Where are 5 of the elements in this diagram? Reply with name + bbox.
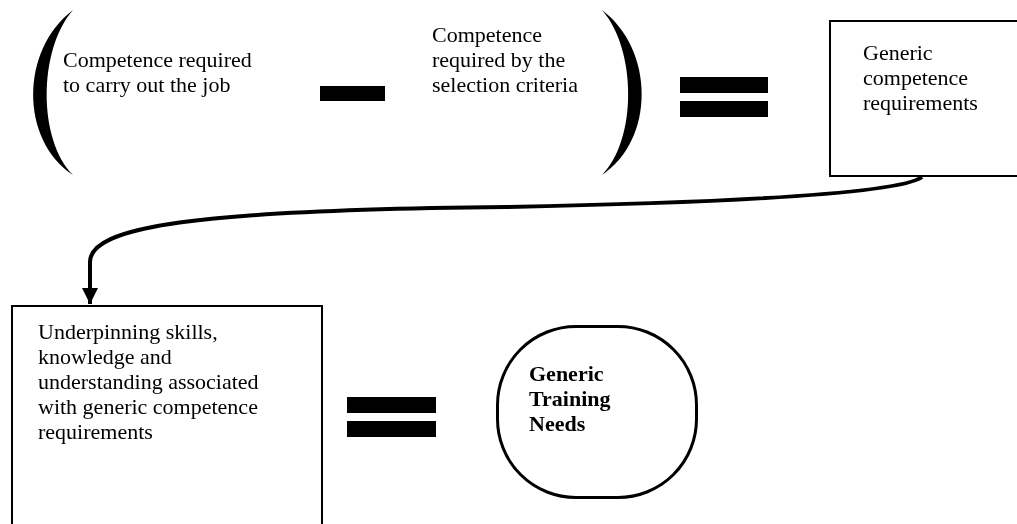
text-box: Generic competence requirements: [829, 20, 1017, 177]
text-box: Underpinning skills, knowledge and understanding associated with generic competence requirements: [11, 305, 323, 524]
curved-arrow: [82, 175, 923, 304]
equation-term: Competence required to carry out the job: [63, 47, 253, 97]
equation-term: Competence required by the selection criteria: [432, 22, 579, 97]
